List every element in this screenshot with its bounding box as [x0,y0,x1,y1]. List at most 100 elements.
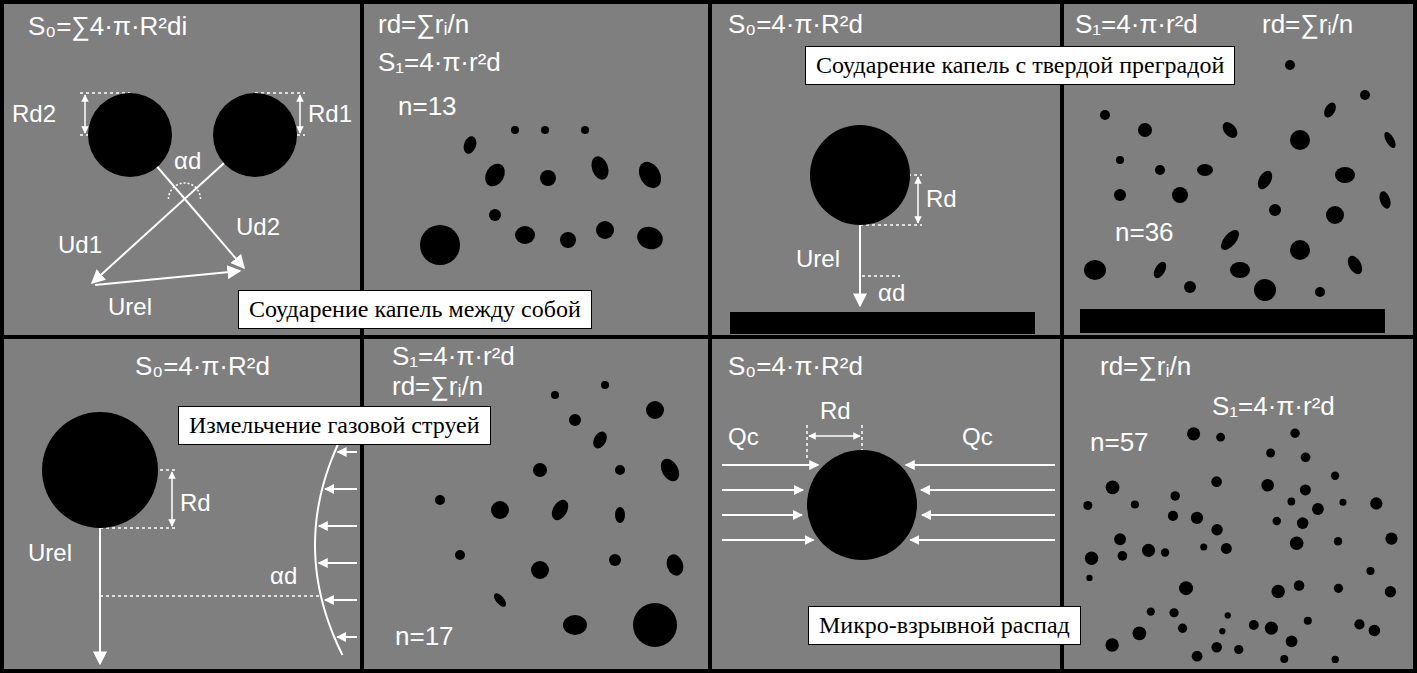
droplet [1326,206,1344,224]
panel-label: Urel [108,294,152,320]
droplet [1179,581,1193,595]
droplet [461,134,478,155]
droplet [1271,585,1284,598]
droplet [1118,551,1128,561]
droplet [540,170,556,186]
caption-text: Соударение капель между собой [249,296,581,322]
droplet [1370,497,1382,509]
droplet [1155,165,1165,175]
caption-box: Микро-взрывной распад [808,606,1081,645]
droplet [1200,543,1207,550]
dimension-line [80,92,130,94]
droplet [1290,429,1299,438]
dimension-line [100,527,176,529]
panel-label: S₁=4·π·r²d [378,48,501,77]
droplet [1287,498,1295,506]
droplet [1131,500,1139,508]
heat-flux-arrow [910,539,1055,541]
drop [807,450,917,560]
scheme-panel: S₀=∑4·π·R²diRd2Rd1αdUd1Ud2Urel [4,4,360,335]
drop [88,93,172,177]
droplet [664,552,687,578]
droplet [1290,536,1304,550]
heat-flux-arrow [906,464,1055,466]
drop [810,125,910,225]
panel-label: n=36 [1115,218,1174,247]
droplet [1312,503,1324,515]
gas-flow-arrow [319,525,357,527]
droplet [581,126,589,134]
droplet [1084,260,1106,280]
droplet [1221,543,1232,554]
droplet [1261,479,1274,492]
heat-flux-arrow [722,464,818,466]
dimension-line [860,224,922,226]
panel-label: Rd [926,186,957,212]
heat-flux-arrow [722,514,802,516]
droplet [1345,253,1365,276]
droplet [609,554,621,566]
caption-text: Микро-взрывной распад [819,612,1070,638]
caption-box: Соударение капель с твердой преградой [805,46,1235,85]
droplet [1085,552,1098,565]
caption-box: Измельчение газовой струей [178,406,491,445]
droplet [1211,642,1222,653]
scheme-panel: rd=∑rᵢ/nS₁=4·π·r²dn=57 [1064,339,1413,669]
droplet [1331,472,1339,480]
droplet [1147,607,1155,615]
droplet [1290,130,1310,150]
droplet [560,232,576,248]
drop [42,412,158,528]
angle-arc [169,183,201,199]
panel-label: Rd2 [12,101,56,127]
droplet [1116,156,1124,164]
caption-text: Соударение капель с твердой преградой [816,52,1224,78]
panel-label: n=13 [398,92,457,121]
droplet [1114,533,1126,545]
velocity-vector [859,225,861,306]
droplet [1290,240,1310,260]
droplet [1086,575,1092,581]
droplet [1322,101,1339,120]
panel-ground [1064,339,1413,669]
droplet [515,226,535,244]
droplet [533,463,547,477]
caption-box: Соударение капель между собой [238,290,592,329]
panel-ground [4,4,360,335]
droplet [1169,608,1178,617]
droplet [634,223,666,253]
droplet [541,126,549,134]
relative-velocity-vector [95,271,240,285]
droplet [1138,123,1152,137]
dimension-arrow [809,435,860,437]
droplet [1294,580,1305,591]
solid-wall [730,312,1035,334]
droplet [1083,501,1092,510]
angle-line [100,595,321,597]
panel-label: rd=∑rᵢ/n [378,10,469,39]
droplet [1178,624,1187,633]
panel-label: S₀=4·π·R²d [135,352,270,381]
panel-label: Urel [28,540,72,566]
droplet [1216,433,1225,442]
droplet [1230,262,1250,278]
droplet [1219,628,1225,634]
heat-flux-arrow [921,489,1055,491]
gas-flow-arrow [319,562,357,564]
heat-flux-arrow [722,539,814,541]
droplet [548,497,571,523]
droplet [1234,645,1243,654]
droplet [615,465,625,475]
droplet [1382,130,1398,150]
droplet [563,615,587,635]
panel-label: rd=∑rᵢ/n [1100,352,1191,381]
droplet [1161,548,1169,556]
droplet [1286,635,1298,647]
gas-flow-arrow [337,636,357,638]
droplet [596,221,614,239]
caption-text: Измельчение газовой струей [189,412,480,438]
droplet [1133,626,1147,640]
panel-label: Ud2 [236,214,280,240]
droplet [590,429,609,451]
